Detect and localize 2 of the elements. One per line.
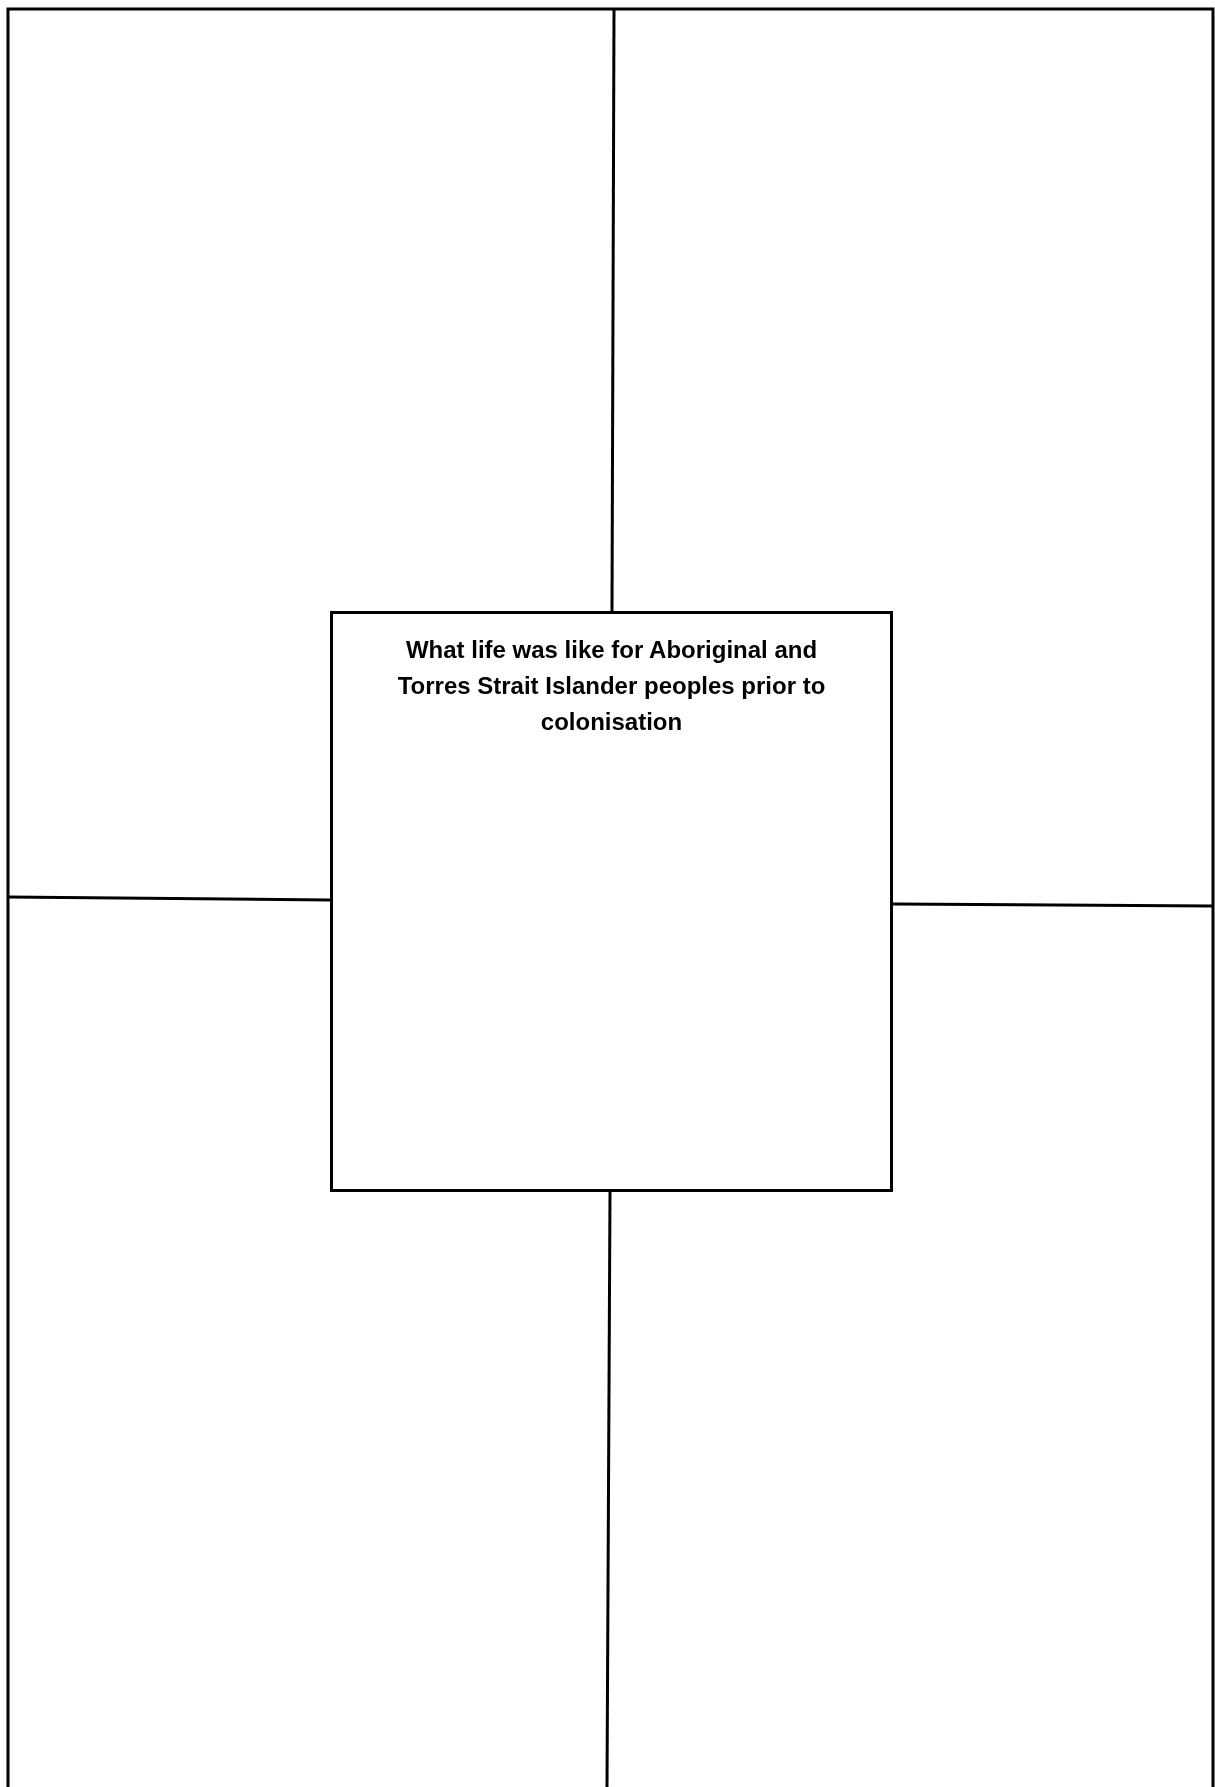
topic-heading: What life was like for Aboriginal and Torres Strait Islander peoples prior to colonisation: [396, 635, 827, 737]
topic-box: [330, 611, 893, 1192]
